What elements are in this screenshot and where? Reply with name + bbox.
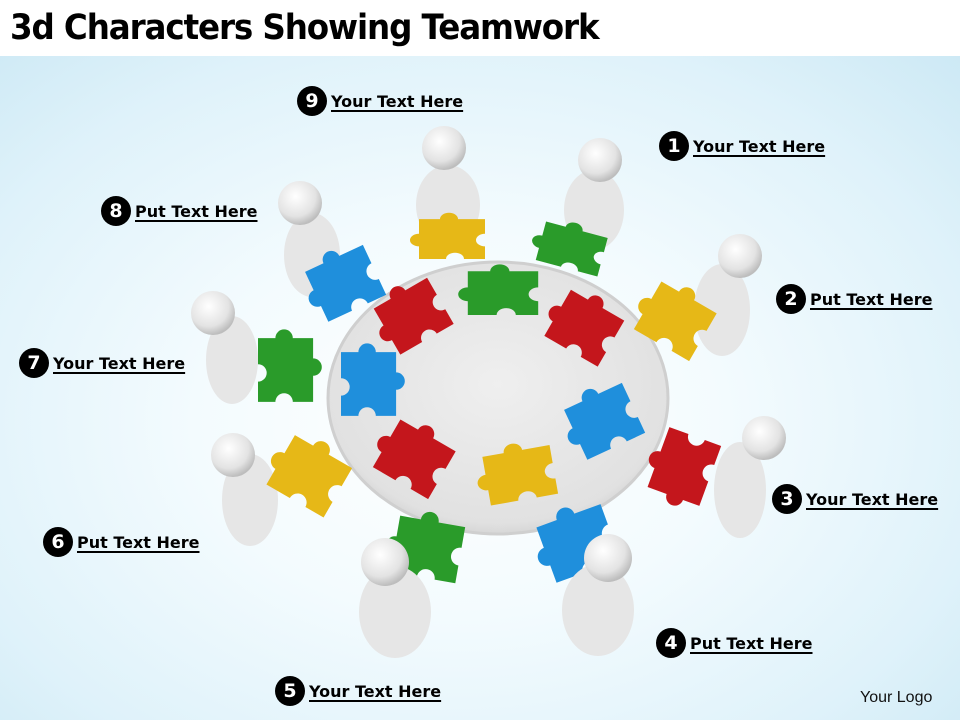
figure-6 <box>211 422 357 546</box>
figure-5 <box>359 505 467 658</box>
number-badge-6: 6 <box>43 527 73 557</box>
figure-4 <box>524 495 634 656</box>
figure-1 <box>527 138 624 277</box>
number-badge-9: 9 <box>297 86 327 116</box>
teamwork-illustration <box>191 126 786 658</box>
figure-9 <box>410 126 485 259</box>
number-badge-1: 1 <box>659 131 689 161</box>
callout-4[interactable]: 4 Put Text Here <box>656 628 813 658</box>
figure-3 <box>636 416 786 538</box>
callout-1[interactable]: 1 Your Text Here <box>659 131 825 161</box>
callout-3[interactable]: 3 Your Text Here <box>772 484 938 514</box>
callout-5-text[interactable]: Your Text Here <box>309 681 442 701</box>
number-badge-8: 8 <box>101 196 131 226</box>
callout-5[interactable]: 5 Your Text Here <box>275 676 441 706</box>
title-bar: 3d Characters Showing Teamwork <box>0 0 960 56</box>
figures <box>191 126 786 658</box>
callout-1-text[interactable]: Your Text Here <box>693 136 826 156</box>
callout-7[interactable]: 7 Your Text Here <box>19 348 185 378</box>
callout-6-text[interactable]: Put Text Here <box>77 532 200 552</box>
number-badge-5: 5 <box>275 676 305 706</box>
number-badge-2: 2 <box>776 284 806 314</box>
callout-9-text[interactable]: Your Text Here <box>331 91 464 111</box>
number-badge-3: 3 <box>772 484 802 514</box>
callout-2[interactable]: 2 Put Text Here <box>776 284 933 314</box>
callout-2-text[interactable]: Put Text Here <box>810 289 933 309</box>
callout-4-text[interactable]: Put Text Here <box>690 633 813 653</box>
logo-placeholder: Your Logo <box>860 689 933 706</box>
figure-8 <box>278 181 387 326</box>
callout-8-text[interactable]: Put Text Here <box>135 201 258 221</box>
callout-7-text[interactable]: Your Text Here <box>53 353 186 373</box>
callout-8[interactable]: 8 Put Text Here <box>101 196 258 226</box>
slide-title: 3d Characters Showing Teamwork <box>10 8 600 48</box>
callout-9[interactable]: 9 Your Text Here <box>297 86 463 116</box>
number-badge-4: 4 <box>656 628 686 658</box>
figure-7 <box>191 291 322 404</box>
callout-3-text[interactable]: Your Text Here <box>806 489 939 509</box>
number-badge-7: 7 <box>19 348 49 378</box>
figure-2 <box>626 234 762 362</box>
callout-6[interactable]: 6 Put Text Here <box>43 527 200 557</box>
